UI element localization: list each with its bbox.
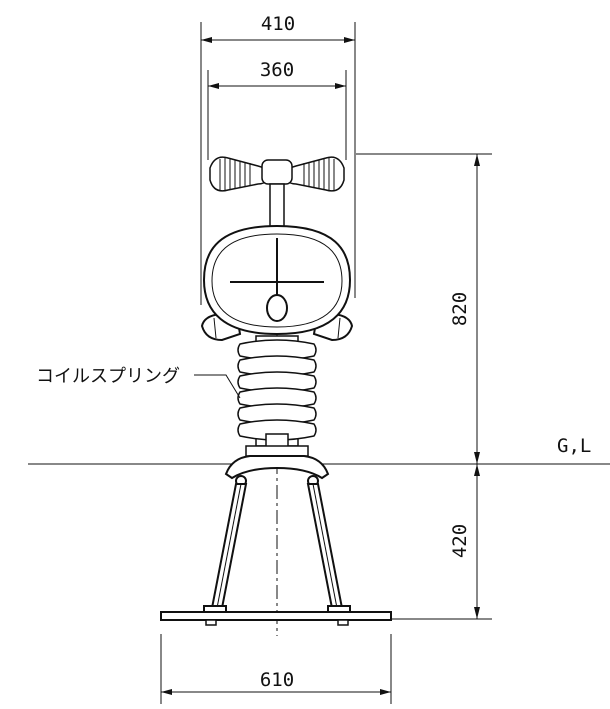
seat-body — [202, 224, 352, 336]
dimension-410: 410 — [200, 13, 356, 305]
support-frame — [160, 455, 392, 626]
dimension-420-label: 420 — [449, 524, 471, 558]
dimension-410-label: 410 — [261, 13, 295, 35]
ground-line: G,L — [28, 435, 610, 465]
coil-spring — [237, 335, 317, 457]
spring-label: コイルスプリング — [36, 366, 241, 399]
dimension-610: 610 — [160, 634, 392, 704]
dimension-360: 360 — [207, 59, 347, 160]
spring-label-text: コイルスプリング — [36, 366, 180, 387]
ground-line-label: G,L — [557, 435, 591, 457]
handlebar — [209, 156, 345, 233]
dimension-820: 820 — [356, 153, 492, 464]
dimension-360-label: 360 — [260, 59, 294, 81]
dimension-420: 420 — [356, 464, 492, 620]
dimension-820-label: 820 — [449, 292, 471, 326]
dimension-610-label: 610 — [260, 669, 294, 691]
